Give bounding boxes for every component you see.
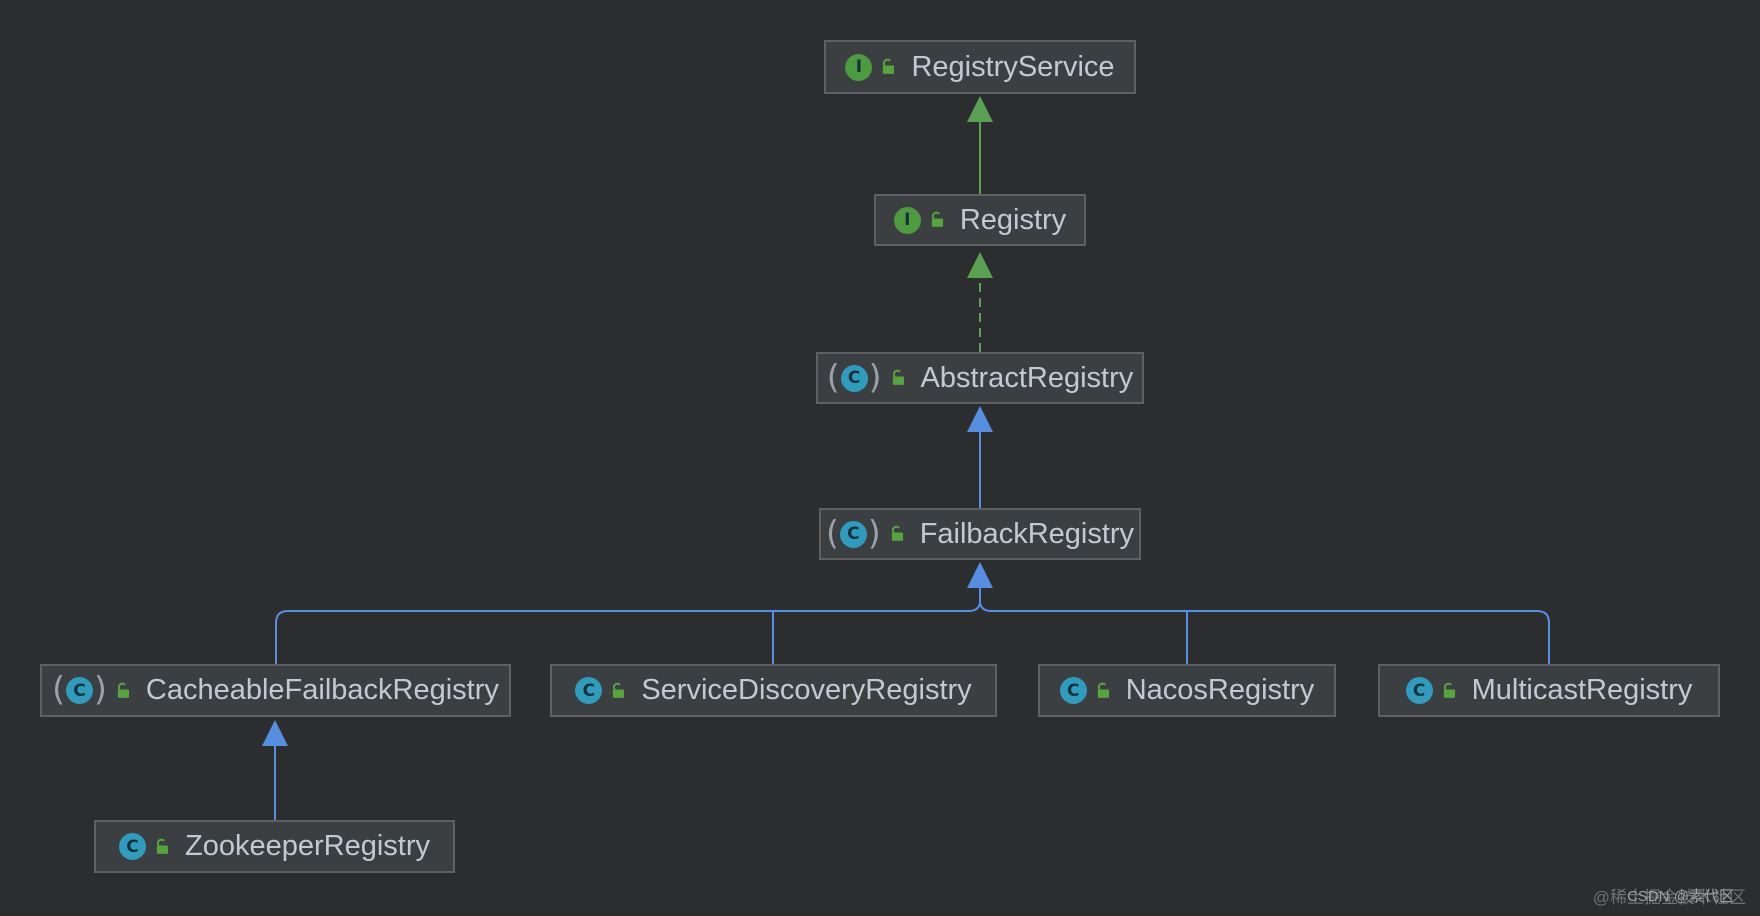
class-name-label: Registry [959, 203, 1067, 236]
class-name-label: FailbackRegistry [919, 517, 1135, 550]
node-failback-registry[interactable]: ( C ) FailbackRegistry [819, 508, 1141, 560]
node-nacos-registry[interactable]: C NacosRegistry [1038, 664, 1336, 717]
open-lock-icon [156, 838, 169, 854]
edge-children-extend-failbackregistry [275, 562, 1550, 664]
interface-circle-icon: I [845, 53, 873, 81]
class-icon: C [1059, 677, 1087, 704]
class-circle-icon: C [575, 677, 603, 704]
node-zookeeper-registry[interactable]: C ZookeeperRegistry [94, 820, 455, 873]
edge-failbackregistry-extends-abstractregistry [967, 406, 993, 508]
class-circle-icon: C [66, 677, 93, 704]
abstract-class-icon: ( C ) [825, 512, 881, 552]
edge-registry-extends-registryservice [967, 96, 993, 194]
abstract-paren: ( [52, 669, 65, 708]
class-name-label: AbstractRegistry [920, 361, 1134, 394]
class-icon: C [575, 677, 603, 704]
interface-circle-icon: I [893, 206, 921, 234]
class-icon: C [1405, 677, 1433, 704]
abstract-paren: ) [868, 356, 882, 396]
open-lock-icon [1443, 682, 1455, 698]
node-registry[interactable]: I Registry [874, 194, 1086, 246]
abstract-paren: ( [825, 512, 839, 552]
class-circle-icon: C [1059, 677, 1087, 704]
open-lock-icon [883, 58, 895, 74]
class-icon: C [119, 833, 146, 860]
class-name-label: NacosRegistry [1125, 674, 1315, 706]
abstract-paren: ) [94, 669, 107, 708]
open-lock-icon [1097, 682, 1109, 698]
open-lock-icon [891, 525, 903, 541]
interface-icon: I [845, 53, 873, 81]
open-lock-icon [613, 682, 625, 698]
abstract-class-icon: ( C ) [826, 356, 882, 396]
node-registry-service[interactable]: I RegistryService [824, 40, 1136, 94]
node-service-discovery-registry[interactable]: C ServiceDiscoveryRegistry [550, 664, 997, 717]
watermark-csdn: CSDN @素代区 [1627, 888, 1734, 905]
abstract-class-icon: ( C ) [52, 669, 107, 708]
interface-icon: I [893, 206, 921, 234]
class-name-label: MulticastRegistry [1471, 674, 1693, 706]
class-name-label: ZookeeperRegistry [185, 830, 430, 862]
node-abstract-registry[interactable]: ( C ) AbstractRegistry [816, 352, 1144, 404]
class-name-label: ServiceDiscoveryRegistry [641, 674, 972, 706]
class-circle-icon: C [119, 833, 146, 860]
abstract-paren: ) [867, 512, 881, 552]
node-cacheable-failback-registry[interactable]: ( C ) CacheableFailbackRegistry [40, 664, 511, 717]
class-circle-icon: C [840, 364, 868, 392]
watermark-juejin: @稀土掘金技术社区 [1592, 888, 1746, 907]
class-name-label: CacheableFailbackRegistry [145, 674, 499, 706]
class-circle-icon: C [839, 520, 867, 548]
abstract-paren: ( [826, 356, 840, 396]
node-multicast-registry[interactable]: C MulticastRegistry [1378, 664, 1720, 717]
open-lock-icon [931, 211, 943, 227]
open-lock-icon [117, 682, 129, 698]
edge-abstractregistry-implements-registry [967, 252, 993, 352]
class-circle-icon: C [1405, 677, 1433, 704]
edge-zookeeperregistry-extends-cacheablefailbackregistry [262, 720, 288, 820]
class-name-label: RegistryService [911, 50, 1115, 83]
open-lock-icon [892, 369, 904, 385]
